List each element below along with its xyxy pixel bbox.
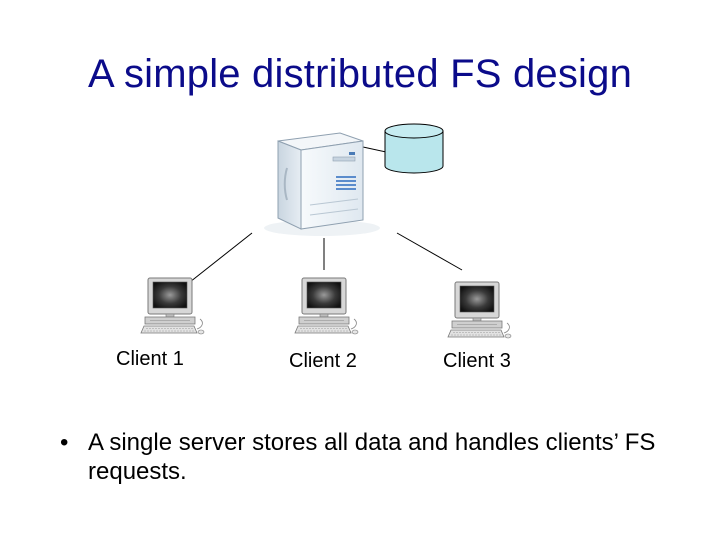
server-tower-icon [264, 132, 380, 236]
client-label-3: Client 3 [443, 350, 511, 372]
client-label-1: Client 1 [116, 348, 184, 370]
database-cylinder-icon [384, 123, 444, 174]
edge-server-client3 [396, 232, 463, 271]
desktop-computer-icon [140, 277, 205, 335]
edge-server-storage [362, 146, 387, 153]
slide-title: A simple distributed FS design [87, 52, 633, 96]
bullet-text: A single server stores all data and hand… [88, 429, 656, 485]
desktop-computer-icon [447, 281, 512, 339]
client-computer-2 [294, 277, 359, 335]
client-computer-1 [140, 277, 205, 335]
connection-lines [189, 146, 463, 283]
client-computer-3 [447, 281, 512, 339]
edge-server-client1 [189, 232, 253, 283]
bullet-list: • A single server stores all data and ha… [60, 428, 680, 486]
bullet-dot: • [60, 429, 69, 456]
client-label-2: Client 2 [289, 350, 357, 372]
desktop-computer-icon [294, 277, 359, 335]
